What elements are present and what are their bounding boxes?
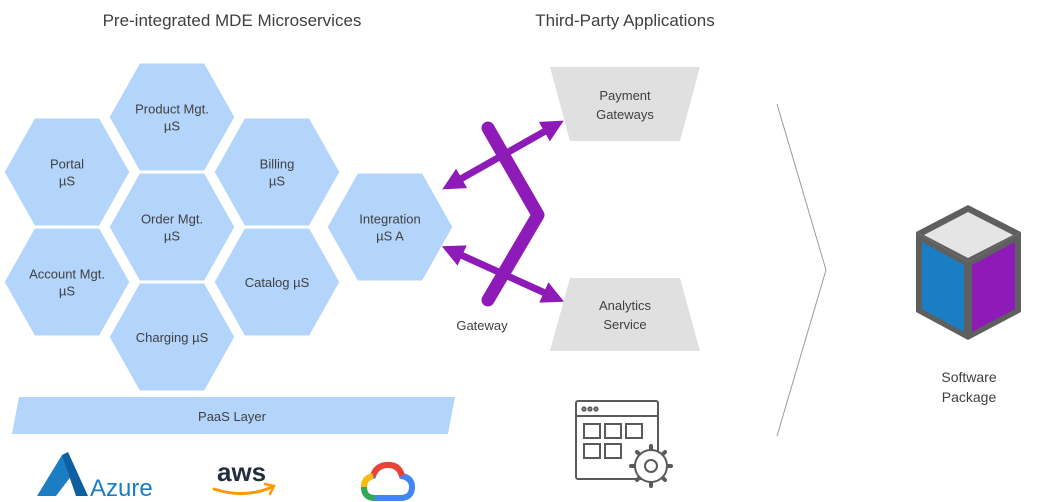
payment-gateways-box (550, 67, 700, 141)
hexagon-integration (324, 170, 456, 284)
paas-layer-label: PaaS Layer (198, 409, 267, 424)
gateway-arrow-payment (442, 120, 564, 190)
hexagon-label-account-mgt-2: µS (59, 284, 75, 299)
app-settings-icon (575, 400, 673, 488)
microservices-heading: Pre-integrated MDE Microservices (103, 11, 362, 30)
analytics-service-label-2: Service (603, 317, 646, 332)
hexagon-label-product-mgt-2: µS (164, 119, 180, 134)
chevron-separator (776, 103, 827, 437)
hexagon-label-billing-1: Billing (260, 157, 295, 172)
hexagon-label-integration-1: Integration (359, 212, 420, 227)
google-cloud-icon (360, 461, 416, 501)
hexagon-label-product-mgt-1: Product Mgt. (135, 102, 209, 117)
aws-logo-text: aws (217, 457, 266, 487)
hexagon-product-mgt (106, 60, 238, 174)
hexagon-label-order-mgt-1: Order Mgt. (141, 212, 203, 227)
hexagon-label-charging-1: Charging µS (136, 330, 209, 345)
gateway-arrow-analytics (441, 245, 565, 303)
hexagon-label-account-mgt-1: Account Mgt. (29, 267, 105, 282)
hexagon-charging (106, 280, 238, 394)
hexagon-label-portal-1: Portal (50, 157, 84, 172)
hexagon-label-billing-2: µS (269, 174, 285, 189)
payment-gateways-label-2: Gateways (596, 107, 654, 122)
microservice-hexagon-cluster: Product Mgt. µS Portal µS Billing µS Order Mgt… (1, 60, 456, 394)
third-party-heading: Third-Party Applications (535, 11, 715, 30)
hexagon-label-catalog-1: Catalog µS (245, 275, 310, 290)
gateway-connector (441, 120, 565, 307)
hexagon-label-portal-2: µS (59, 174, 75, 189)
hexagon-account-mgt (1, 225, 133, 339)
hexagon-billing (211, 115, 343, 229)
paas-layer-bar (12, 397, 455, 434)
software-package-label-2: Package (942, 389, 997, 405)
hexagon-catalog (211, 225, 343, 339)
aws-logo-icon: aws (212, 457, 276, 496)
azure-logo-text: Azure (90, 475, 153, 502)
azure-logo-icon: Azure (37, 452, 153, 502)
analytics-service-label-1: Analytics (599, 298, 652, 313)
hexagon-label-order-mgt-2: µS (164, 229, 180, 244)
analytics-service-box (550, 278, 700, 351)
software-package-label-1: Software (941, 369, 996, 385)
gateway-label: Gateway (456, 318, 508, 333)
hexagon-portal (1, 115, 133, 229)
payment-gateways-label-1: Payment (599, 88, 651, 103)
software-package-cube-icon (916, 205, 1021, 340)
hexagon-order-mgt (106, 170, 238, 284)
hexagon-label-integration-2: µS A (376, 229, 404, 244)
